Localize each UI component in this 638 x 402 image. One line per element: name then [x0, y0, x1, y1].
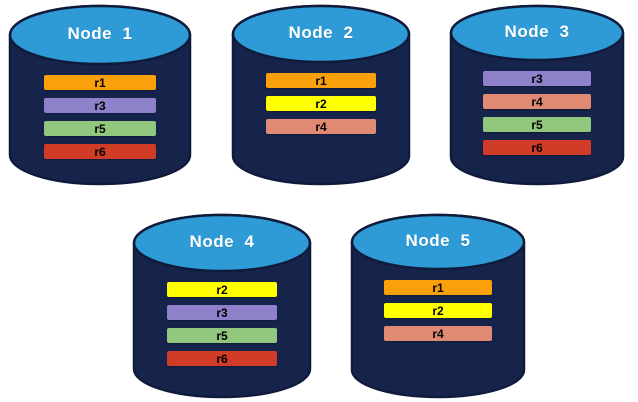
node-4[interactable]: Node 4 r2 r3 r5 r6: [132, 213, 312, 399]
record-bar-r1[interactable]: r1: [44, 75, 156, 90]
record-label: r3: [216, 305, 228, 320]
record-label: r1: [432, 280, 444, 295]
cylinder-shape: [231, 4, 411, 186]
record-label: r4: [315, 119, 327, 134]
record-label: r5: [531, 117, 543, 132]
node-title: Node 5: [405, 231, 471, 250]
cylinder-top: [132, 213, 312, 273]
cylinder-top: [231, 4, 411, 64]
record-label: r2: [216, 282, 228, 297]
record-list: r2 r3 r5 r6: [132, 282, 312, 374]
record-label: r5: [216, 328, 228, 343]
node-2[interactable]: Node 2 r1 r2 r4: [231, 4, 411, 186]
record-bar-r6[interactable]: r6: [483, 140, 591, 155]
record-bar-r2[interactable]: r2: [167, 282, 277, 297]
record-label: r6: [216, 351, 228, 366]
record-bar-r6[interactable]: r6: [44, 144, 156, 159]
record-bar-r2[interactable]: r2: [266, 96, 376, 111]
record-bar-r5[interactable]: r5: [483, 117, 591, 132]
cylinder-shape: [8, 4, 192, 186]
record-bar-r1[interactable]: r1: [266, 73, 376, 88]
node-title: Node 3: [504, 22, 570, 41]
record-bar-r4[interactable]: r4: [266, 119, 376, 134]
node-5[interactable]: Node 5 r1 r2 r4: [350, 213, 526, 399]
record-bar-r5[interactable]: r5: [44, 121, 156, 136]
cylinder-top: [8, 4, 192, 66]
node-title: Node 1: [67, 24, 133, 43]
cylinder-top: [449, 4, 625, 62]
record-bar-r2[interactable]: r2: [384, 303, 492, 318]
record-list: r1 r2 r4: [350, 280, 526, 349]
node-1[interactable]: Node 1 r1 r3 r5 r6: [8, 4, 192, 186]
record-bar-r1[interactable]: r1: [384, 280, 492, 295]
record-label: r2: [432, 303, 444, 318]
record-label: r6: [531, 140, 543, 155]
record-bar-r3[interactable]: r3: [483, 71, 591, 86]
record-label: r5: [94, 121, 106, 136]
record-label: r2: [315, 96, 327, 111]
node-title: Node 4: [189, 232, 255, 251]
record-label: r3: [94, 98, 106, 113]
record-label: r3: [531, 71, 543, 86]
node-3[interactable]: Node 3 r3 r4 r5 r6: [449, 4, 625, 186]
record-label: r1: [315, 73, 327, 88]
node-title: Node 2: [288, 23, 354, 42]
record-bar-r3[interactable]: r3: [44, 98, 156, 113]
record-label: r4: [531, 94, 543, 109]
record-bar-r3[interactable]: r3: [167, 305, 277, 320]
record-bar-r5[interactable]: r5: [167, 328, 277, 343]
record-bar-r4[interactable]: r4: [384, 326, 492, 341]
record-list: r3 r4 r5 r6: [449, 71, 625, 163]
record-bar-r6[interactable]: r6: [167, 351, 277, 366]
record-list: r1 r3 r5 r6: [8, 75, 192, 167]
cylinder-top: [350, 213, 526, 271]
record-label: r4: [432, 326, 444, 341]
record-bar-r4[interactable]: r4: [483, 94, 591, 109]
record-label: r1: [94, 75, 106, 90]
record-label: r6: [94, 144, 106, 159]
record-list: r1 r2 r4: [231, 73, 411, 142]
